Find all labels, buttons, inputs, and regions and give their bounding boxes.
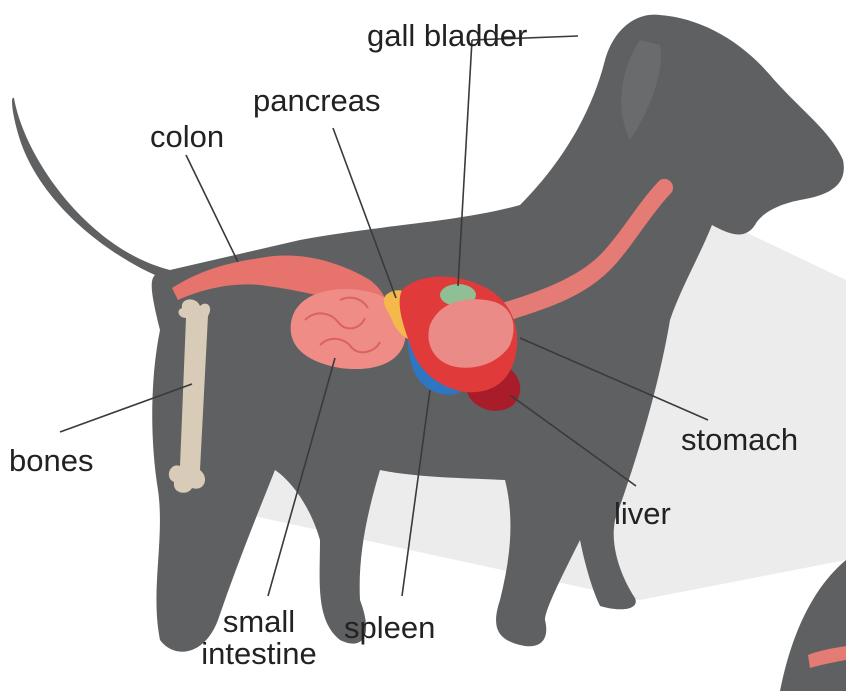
label-small-intestine-line2: intestine [184, 638, 334, 670]
label-spleen: spleen [344, 612, 435, 644]
second-dog-silhouette [780, 560, 846, 691]
label-pancreas: pancreas [253, 85, 381, 117]
label-liver: liver [614, 498, 671, 530]
label-colon: colon [150, 121, 224, 153]
label-small-intestine-line1: small [184, 606, 334, 638]
label-gall-bladder: gall bladder [367, 20, 527, 52]
label-small-intestine: small intestine [184, 606, 334, 670]
label-stomach: stomach [681, 424, 798, 456]
label-bones: bones [9, 445, 93, 477]
colon-leader [186, 155, 238, 262]
